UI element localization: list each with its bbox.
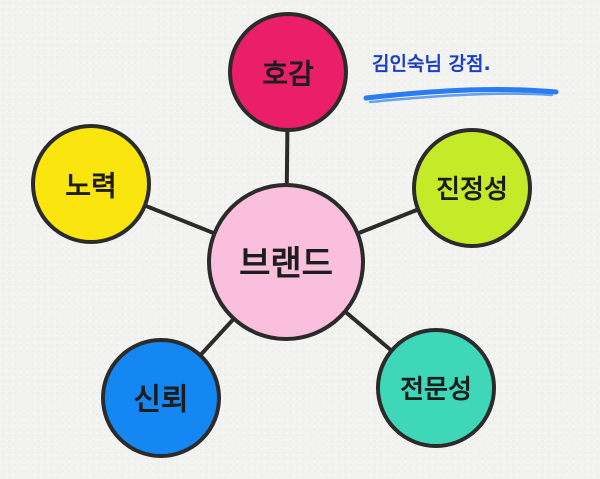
node-hogam-circle [228, 12, 348, 132]
node-noryeok: 노력 [31, 124, 151, 244]
center-node-circle [207, 183, 365, 341]
node-jinjeongseong-circle [412, 128, 532, 248]
node-jeonmunseong: 전문성 [376, 328, 496, 448]
node-jinjeongseong: 진정성 [412, 128, 532, 248]
center-node-label: 브랜드 [239, 244, 333, 284]
node-hogam: 호감 [228, 12, 348, 132]
node-jeonmunseong-label: 전문성 [400, 375, 472, 405]
node-noryeok-label: 노력 [65, 170, 117, 203]
node-sinroe: 신뢰 [101, 338, 221, 458]
center-node-brand: 브랜드 [207, 183, 365, 341]
node-sinroe-label: 신뢰 [133, 383, 188, 418]
node-sinroe-circle [101, 338, 221, 458]
caption-underline-stroke2 [368, 92, 554, 104]
node-hogam-label: 호감 [262, 58, 314, 91]
node-noryeok-circle [31, 124, 151, 244]
node-jinjeongseong-label: 진정성 [436, 175, 508, 205]
caption-text: 김인숙님 강점. [372, 53, 491, 75]
caption-underline [363, 87, 559, 101]
node-jeonmunseong-circle [376, 328, 496, 448]
caption: 김인숙님 강점. [363, 53, 559, 104]
